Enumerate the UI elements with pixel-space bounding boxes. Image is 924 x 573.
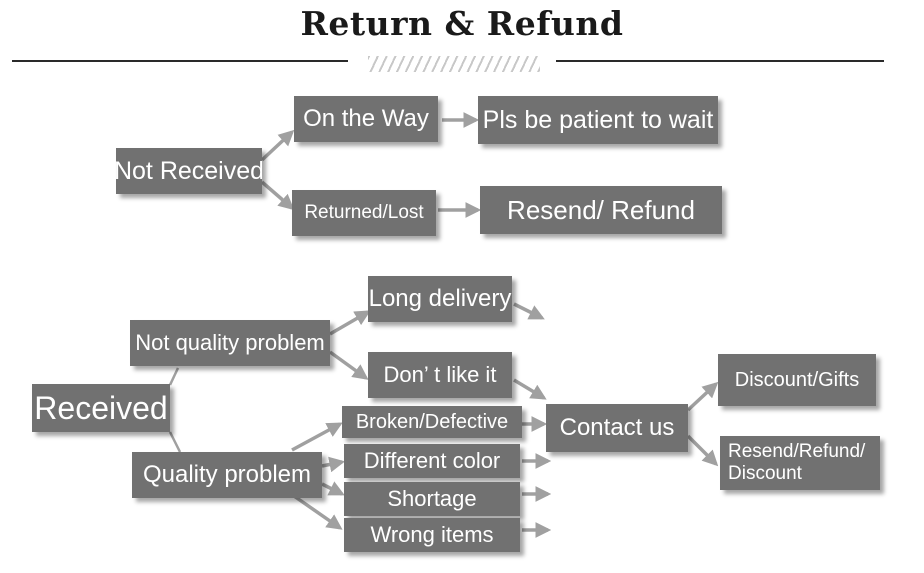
node-not-quality-problem: Not quality problem: [130, 320, 330, 366]
node-shortage: Shortage: [344, 482, 520, 516]
title-rule-right: [556, 60, 884, 62]
node-dont-like-it: Don’ t like it: [368, 352, 512, 398]
node-discount-gifts: Discount/Gifts: [718, 354, 876, 406]
arrow-quality-color: [321, 456, 346, 473]
arrow-dont-like-contact: [513, 378, 547, 400]
node-received: Received: [32, 384, 170, 432]
arrow-quality-shortage: [321, 481, 345, 496]
node-patient-wait: Pls be patient to wait: [478, 96, 718, 144]
node-on-the-way: On the Way: [294, 96, 438, 142]
line-received-not-quality: [168, 367, 180, 386]
node-different-color: Different color: [344, 444, 520, 478]
node-not-received: Not Received: [116, 148, 262, 194]
arrow-not-received-on-the-way: [260, 129, 295, 162]
line-received-quality: [168, 431, 182, 453]
arrow-quality-wrong: [293, 494, 343, 530]
node-resend-refund-discount: Resend/Refund/ Discount: [720, 436, 880, 490]
arrow-long-delivery-out: [513, 302, 545, 320]
title-rule-left: [12, 60, 348, 62]
arrow-not-quality-long: [329, 310, 371, 336]
node-returned-lost: Returned/Lost: [292, 190, 436, 236]
node-broken-defective: Broken/Defective: [342, 406, 522, 438]
title-hatch: [368, 56, 540, 72]
node-resend-refund: Resend/ Refund: [480, 186, 722, 234]
node-long-delivery: Long delivery: [368, 276, 512, 322]
arrow-quality-broken: [291, 422, 343, 452]
node-quality-problem: Quality problem: [132, 452, 322, 498]
page-title: Return & Refund: [300, 4, 624, 43]
arrow-contact-discount: [686, 381, 719, 412]
node-wrong-items: Wrong items: [344, 518, 520, 552]
arrow-not-quality-dont-like: [328, 350, 369, 380]
arrow-contact-resend: [686, 434, 719, 467]
node-contact-us: Contact us: [546, 404, 688, 452]
arrow-not-received-returned: [260, 180, 295, 211]
